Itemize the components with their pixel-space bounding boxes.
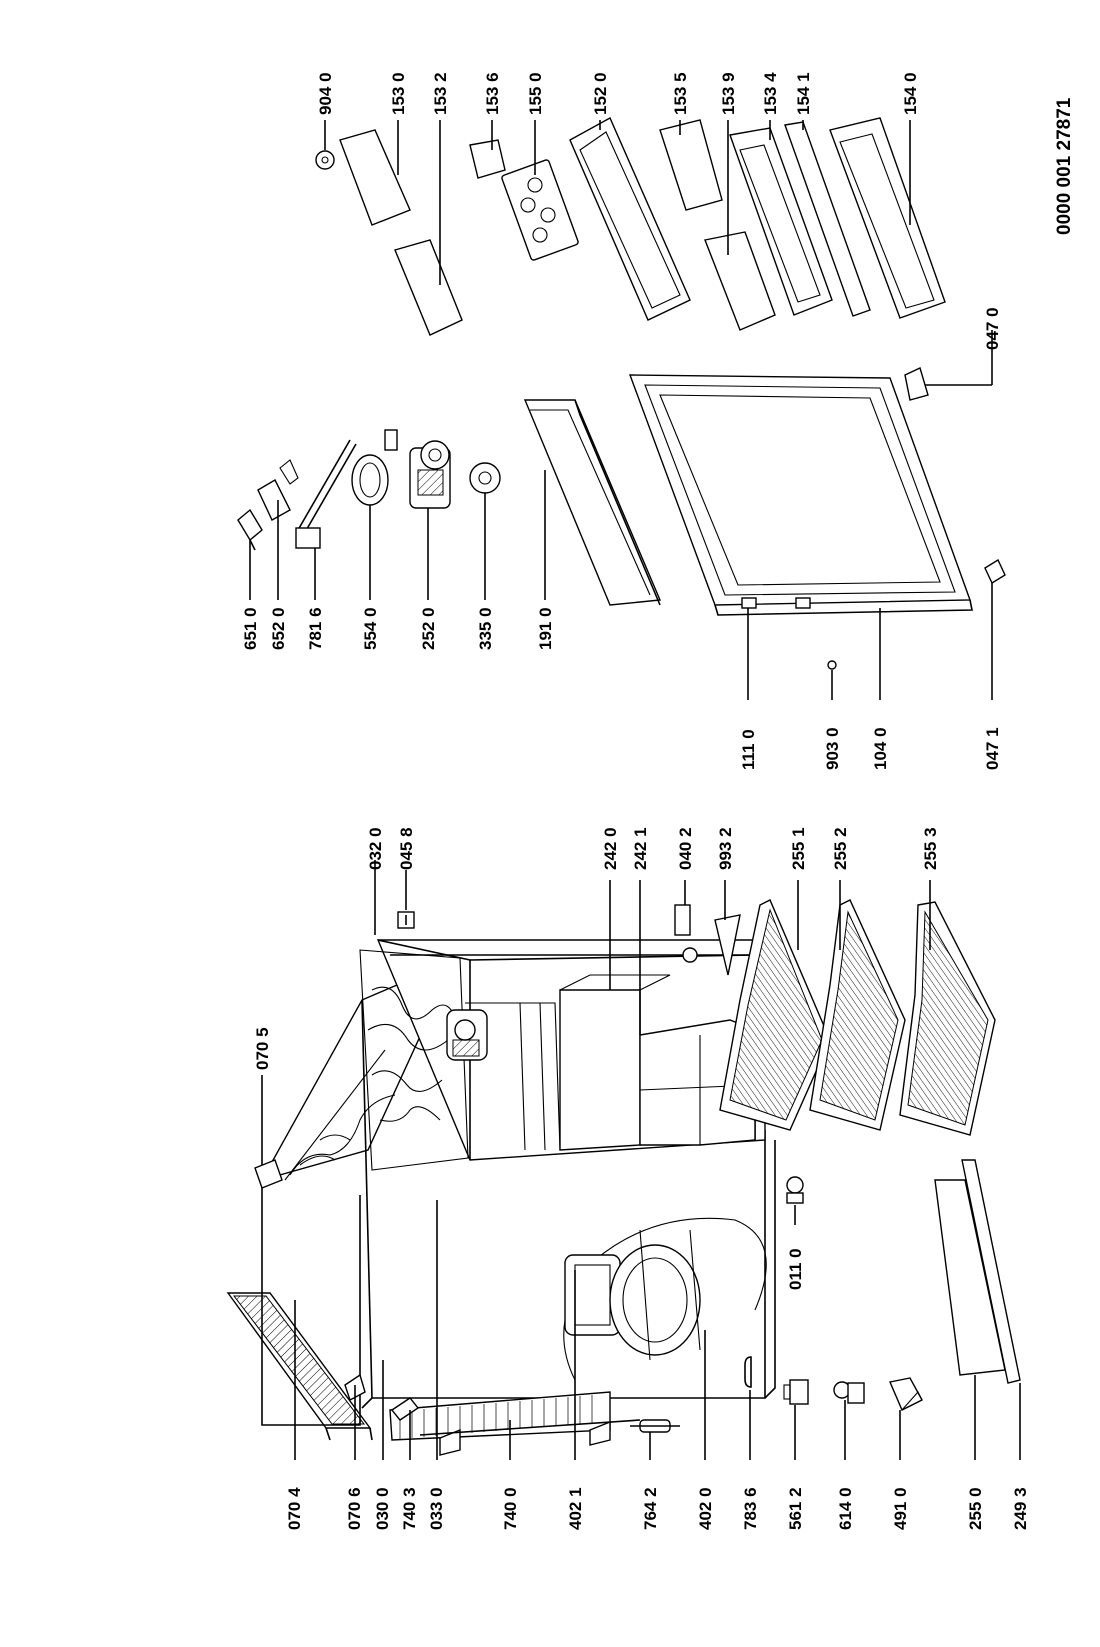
compressor-assembly-part xyxy=(563,1217,767,1381)
part-label-153-6: 153 6 xyxy=(483,72,502,115)
part-label-152-0: 152 0 xyxy=(591,72,610,115)
part-label-153-4: 153 4 xyxy=(761,72,780,115)
electrical-parts xyxy=(744,1176,923,1411)
part-label-783-6: 783 6 xyxy=(741,1487,760,1530)
part-label-104-0: 104 0 xyxy=(871,727,890,770)
part-label-561-2: 561 2 xyxy=(786,1487,805,1530)
part-label-740-3: 740 3 xyxy=(400,1487,419,1530)
door-frame-strip-part xyxy=(523,399,662,606)
part-label-111-0: 111 0 xyxy=(739,729,758,770)
part-label-242-0: 242 0 xyxy=(601,827,620,870)
door-bins-parts xyxy=(315,117,946,336)
part-label-033-0: 033 0 xyxy=(427,1487,446,1530)
part-label-191-0: 191 0 xyxy=(536,607,555,650)
door-parts-drawing xyxy=(237,117,1006,670)
part-label-153-5: 153 5 xyxy=(671,72,690,115)
part-label-154-0: 154 0 xyxy=(901,72,920,115)
part-label-047-0: 047 0 xyxy=(983,307,1002,350)
part-label-554-0: 554 0 xyxy=(361,607,380,650)
cabinet-body-part xyxy=(260,939,776,1426)
part-label-255-2: 255 2 xyxy=(831,827,850,870)
part-label-070-4: 070 4 xyxy=(285,1487,304,1530)
cabinet-parts-drawing xyxy=(226,899,1021,1456)
part-label-252-0: 252 0 xyxy=(419,607,438,650)
part-label-032-0: 032 0 xyxy=(366,827,385,870)
part-label-614-0: 614 0 xyxy=(836,1487,855,1530)
part-label-153-2: 153 2 xyxy=(431,72,450,115)
part-label-011-0: 011 0 xyxy=(786,1248,805,1290)
ventilation-grill-part xyxy=(226,1292,373,1441)
part-label-904-0: 904 0 xyxy=(316,72,335,115)
part-label-030-0: 030 0 xyxy=(373,1487,392,1530)
fan-and-light-parts xyxy=(351,429,501,509)
part-label-070-6: 070 6 xyxy=(345,1487,364,1530)
part-label-402-0: 402 0 xyxy=(696,1487,715,1530)
part-label-045-8: 045 8 xyxy=(397,827,416,870)
thermostat-parts xyxy=(237,439,357,551)
part-label-903-0: 903 0 xyxy=(823,727,842,770)
part-label-255-1: 255 1 xyxy=(789,827,808,870)
bottom-glass-shelf-part xyxy=(934,1159,1021,1384)
wire-shelves-part xyxy=(397,899,996,1136)
part-label-070-5: 070 5 xyxy=(253,1027,272,1070)
part-label-491-0: 491 0 xyxy=(891,1487,910,1530)
part-label-153-0: 153 0 xyxy=(389,72,408,115)
part-label-242-1: 242 1 xyxy=(631,827,650,870)
door-panel-part xyxy=(628,367,1006,670)
leader-lines xyxy=(249,120,1021,1460)
part-label-255-3: 255 3 xyxy=(921,827,940,870)
condenser-part xyxy=(389,1391,680,1456)
part-label-249-3: 249 3 xyxy=(1011,1487,1030,1530)
document-code: 0000 001 27871 xyxy=(1054,97,1075,235)
part-label-781-6: 781 6 xyxy=(306,607,325,650)
part-label-153-9: 153 9 xyxy=(719,72,738,115)
part-labels: 070 4 070 6 030 0 740 3 033 0 740 0 402 … xyxy=(241,72,1075,1530)
part-label-255-0: 255 0 xyxy=(966,1487,985,1530)
part-label-651-0: 651 0 xyxy=(241,607,260,650)
part-label-764-2: 764 2 xyxy=(641,1487,660,1530)
part-label-402-1: 402 1 xyxy=(566,1487,585,1530)
part-label-154-1: 154 1 xyxy=(794,72,813,115)
part-label-047-1: 047 1 xyxy=(983,727,1002,770)
part-label-993-2: 993 2 xyxy=(716,827,735,870)
part-label-652-0: 652 0 xyxy=(269,607,288,650)
part-label-040-2: 040 2 xyxy=(676,827,695,870)
part-label-155-0: 155 0 xyxy=(526,72,545,115)
part-label-335-0: 335 0 xyxy=(476,607,495,650)
part-label-740-0: 740 0 xyxy=(501,1487,520,1530)
